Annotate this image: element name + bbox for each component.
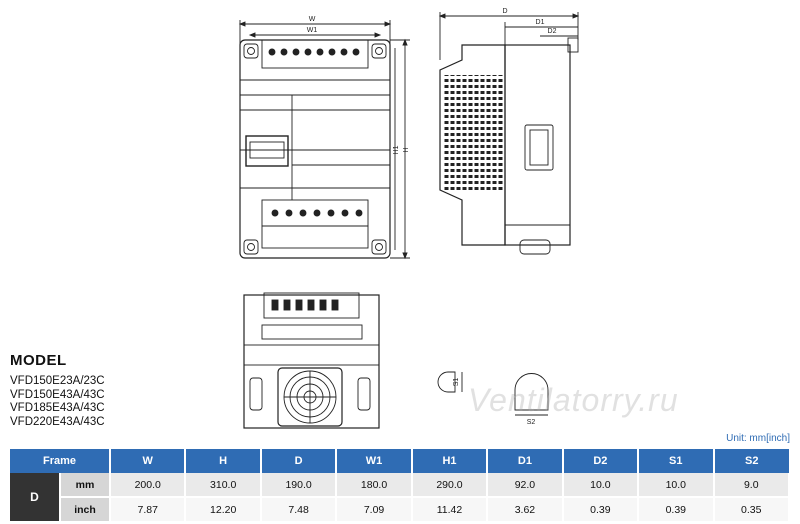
table-cell: 10.0	[638, 473, 715, 498]
dim-label-w: W	[309, 16, 316, 23]
column-header: H1	[411, 449, 489, 473]
unit-cell: mm	[60, 473, 111, 498]
table-cell: 7.48	[260, 497, 338, 523]
dim-label-s2: S2	[527, 419, 536, 426]
dim-label-d1: D1	[536, 19, 545, 26]
table-cell: 10.0	[562, 473, 640, 498]
table-cell: 180.0	[336, 473, 413, 498]
table-cell: 0.39	[638, 497, 715, 523]
model-item: VFD150E43A/43C	[10, 388, 105, 401]
model-heading: MODEL	[10, 352, 67, 369]
table-cell: 92.0	[487, 473, 564, 498]
column-header: W1	[336, 449, 413, 473]
dimension-table: Frame W H D W1 H1 D1 D2 S1 S2 D mm 200.0…	[10, 449, 790, 523]
technical-drawings: W W1 H1 H D D1 D2 S1 S2	[238, 8, 580, 429]
column-header-frame: Frame	[10, 449, 111, 473]
dim-label-d: D	[502, 8, 507, 15]
model-item: VFD150E23A/23C	[10, 375, 105, 387]
dim-label-w1: W1	[307, 27, 318, 34]
dim-label-h1: H1	[393, 145, 400, 154]
column-header: D2	[562, 449, 640, 473]
dim-label-d2: D2	[548, 28, 557, 35]
frame-cell: D	[10, 473, 61, 523]
watermark: Ventilatorry.ru	[468, 382, 679, 418]
table-cell: 3.62	[487, 497, 564, 523]
column-header: H	[185, 449, 262, 473]
mounting-slot-detail	[437, 371, 549, 416]
table-cell: 310.0	[185, 473, 262, 498]
table-cell: 0.39	[562, 497, 640, 523]
table-cell: 11.42	[411, 497, 489, 523]
table-cell: 0.35	[713, 497, 790, 523]
side-view-drawing	[438, 12, 580, 255]
table-cell: 7.09	[336, 497, 413, 523]
column-header: W	[110, 449, 187, 473]
table-cell: 290.0	[411, 473, 489, 498]
bottom-view-drawing	[243, 292, 380, 429]
table-cell: 200.0	[110, 473, 187, 498]
column-header: D1	[487, 449, 564, 473]
unit-note: Unit: mm[inch]	[726, 433, 790, 444]
table-cell: 190.0	[260, 473, 338, 498]
table-header-row: Frame W H D W1 H1 D1 D2 S1 S2	[10, 449, 789, 473]
table-cell: 9.0	[713, 473, 790, 498]
column-header: S1	[638, 449, 715, 473]
table-row: inch 7.87 12.20 7.48 7.09 11.42 3.62 0.3…	[10, 497, 790, 523]
model-item: VFD185E43A/43C	[10, 402, 105, 415]
table-cell: 12.20	[185, 497, 262, 523]
front-view-drawing	[238, 20, 410, 260]
column-header: S2	[713, 449, 789, 473]
model-list: MODEL VFD150E23A/23C VFD150E43A/43C VFD1…	[10, 352, 105, 429]
table-cell: 7.87	[110, 497, 187, 523]
dim-label-h: H	[403, 147, 410, 152]
dim-label-s1: S1	[453, 378, 460, 387]
unit-cell: inch	[60, 497, 111, 523]
model-item: VFD220E43A/43C	[10, 415, 105, 428]
column-header: D	[260, 449, 338, 473]
table-row: D mm 200.0 310.0 190.0 180.0 290.0 92.0 …	[10, 473, 790, 523]
